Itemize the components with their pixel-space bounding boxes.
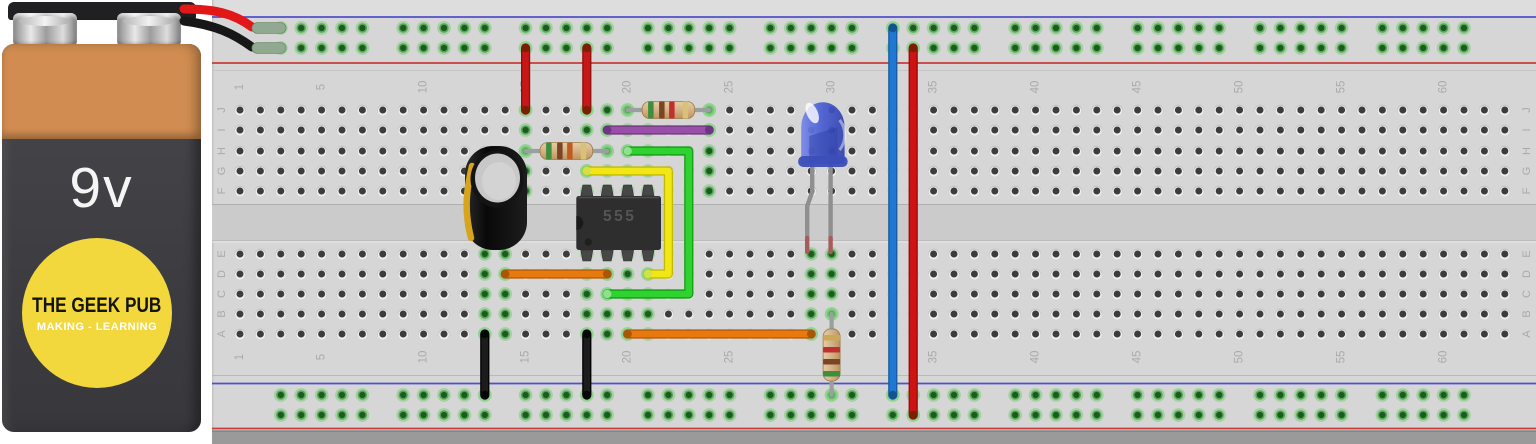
svg-text:D: D bbox=[216, 270, 228, 278]
svg-text:I: I bbox=[1521, 128, 1533, 131]
svg-text:45: 45 bbox=[1132, 351, 1144, 364]
svg-text:20: 20 bbox=[622, 351, 634, 364]
svg-text:A: A bbox=[216, 330, 228, 338]
svg-text:60: 60 bbox=[1438, 81, 1450, 94]
resistor-top bbox=[620, 101, 716, 119]
svg-text:B: B bbox=[216, 310, 228, 317]
battery-positive-wire bbox=[179, 4, 287, 34]
svg-text:C: C bbox=[216, 290, 228, 298]
battery-terminal-positive bbox=[13, 13, 77, 47]
svg-text:50: 50 bbox=[1234, 351, 1246, 364]
svg-text:40: 40 bbox=[1030, 351, 1042, 364]
svg-text:30: 30 bbox=[826, 81, 838, 94]
svg-text:45: 45 bbox=[1132, 81, 1144, 94]
svg-text:5: 5 bbox=[316, 84, 328, 90]
board-base bbox=[211, 0, 1536, 444]
svg-text:I: I bbox=[216, 128, 228, 131]
svg-text:E: E bbox=[216, 250, 228, 257]
svg-text:D: D bbox=[1521, 270, 1533, 278]
svg-text:10: 10 bbox=[418, 351, 430, 364]
purple-wire bbox=[600, 123, 716, 137]
terminal-top-face bbox=[19, 16, 71, 26]
svg-text:H: H bbox=[216, 147, 228, 155]
svg-text:1: 1 bbox=[234, 84, 246, 90]
red-jumper-2 bbox=[580, 41, 594, 117]
svg-text:50: 50 bbox=[1234, 81, 1246, 94]
battery-voltage-label: 9v bbox=[69, 156, 134, 220]
red-jumper-1 bbox=[518, 41, 533, 117]
svg-text:B: B bbox=[1521, 310, 1533, 317]
blue-rail-wire bbox=[886, 21, 900, 402]
green-wire bbox=[600, 144, 694, 301]
black-jumper-1 bbox=[478, 327, 492, 402]
black-jumper-2 bbox=[580, 327, 594, 402]
yellow-wire bbox=[580, 164, 673, 281]
svg-text:60: 60 bbox=[1438, 351, 1450, 364]
svg-text:35: 35 bbox=[928, 81, 940, 94]
battery-negative-wire bbox=[179, 16, 287, 54]
svg-text:40: 40 bbox=[1030, 81, 1042, 94]
row-letter-labels: J J I I H H G G F F E E D D C C B B A A bbox=[216, 107, 1533, 337]
svg-text:G: G bbox=[216, 167, 228, 176]
resistor-vertical bbox=[822, 307, 841, 402]
svg-text:25: 25 bbox=[724, 351, 736, 364]
brand-logo: THE GEEK PUB MAKING - LEARNING bbox=[22, 238, 172, 388]
brand-tagline: MAKING - LEARNING bbox=[36, 320, 158, 333]
svg-text:J: J bbox=[1521, 107, 1533, 113]
svg-text:15: 15 bbox=[520, 351, 532, 364]
terminal-top-face bbox=[123, 16, 175, 26]
resistor-mid bbox=[518, 142, 614, 160]
svg-text:35: 35 bbox=[928, 351, 940, 364]
battery-terminal-negative bbox=[117, 13, 181, 47]
svg-text:1: 1 bbox=[234, 354, 246, 360]
svg-text:J: J bbox=[216, 107, 228, 113]
svg-text:H: H bbox=[1521, 147, 1533, 155]
svg-text:F: F bbox=[1521, 187, 1533, 194]
svg-text:55: 55 bbox=[1336, 351, 1348, 364]
svg-text:E: E bbox=[1521, 250, 1533, 257]
svg-text:555: 555 bbox=[603, 208, 636, 225]
svg-text:A: A bbox=[1521, 330, 1533, 338]
orange-wire-2 bbox=[620, 327, 818, 341]
hole-grid bbox=[234, 103, 1511, 341]
svg-text:5: 5 bbox=[316, 354, 328, 360]
svg-text:C: C bbox=[1521, 290, 1533, 298]
svg-text:10: 10 bbox=[418, 81, 430, 94]
svg-text:G: G bbox=[1521, 167, 1533, 176]
battery-orange-band bbox=[2, 44, 201, 139]
svg-text:F: F bbox=[216, 187, 228, 194]
led-blue bbox=[798, 102, 848, 255]
electrolytic-capacitor bbox=[463, 146, 527, 250]
svg-text:55: 55 bbox=[1336, 81, 1348, 94]
svg-text:20: 20 bbox=[622, 81, 634, 94]
9v-battery: 9v THE GEEK PUB MAKING - LEARNING bbox=[0, 0, 205, 444]
ic-555-timer: 555 bbox=[576, 184, 661, 262]
red-rail-wire bbox=[906, 41, 920, 422]
brand-title: THE GEEK PUB bbox=[32, 293, 162, 317]
orange-wire-1 bbox=[498, 267, 614, 281]
svg-text:25: 25 bbox=[724, 81, 736, 94]
